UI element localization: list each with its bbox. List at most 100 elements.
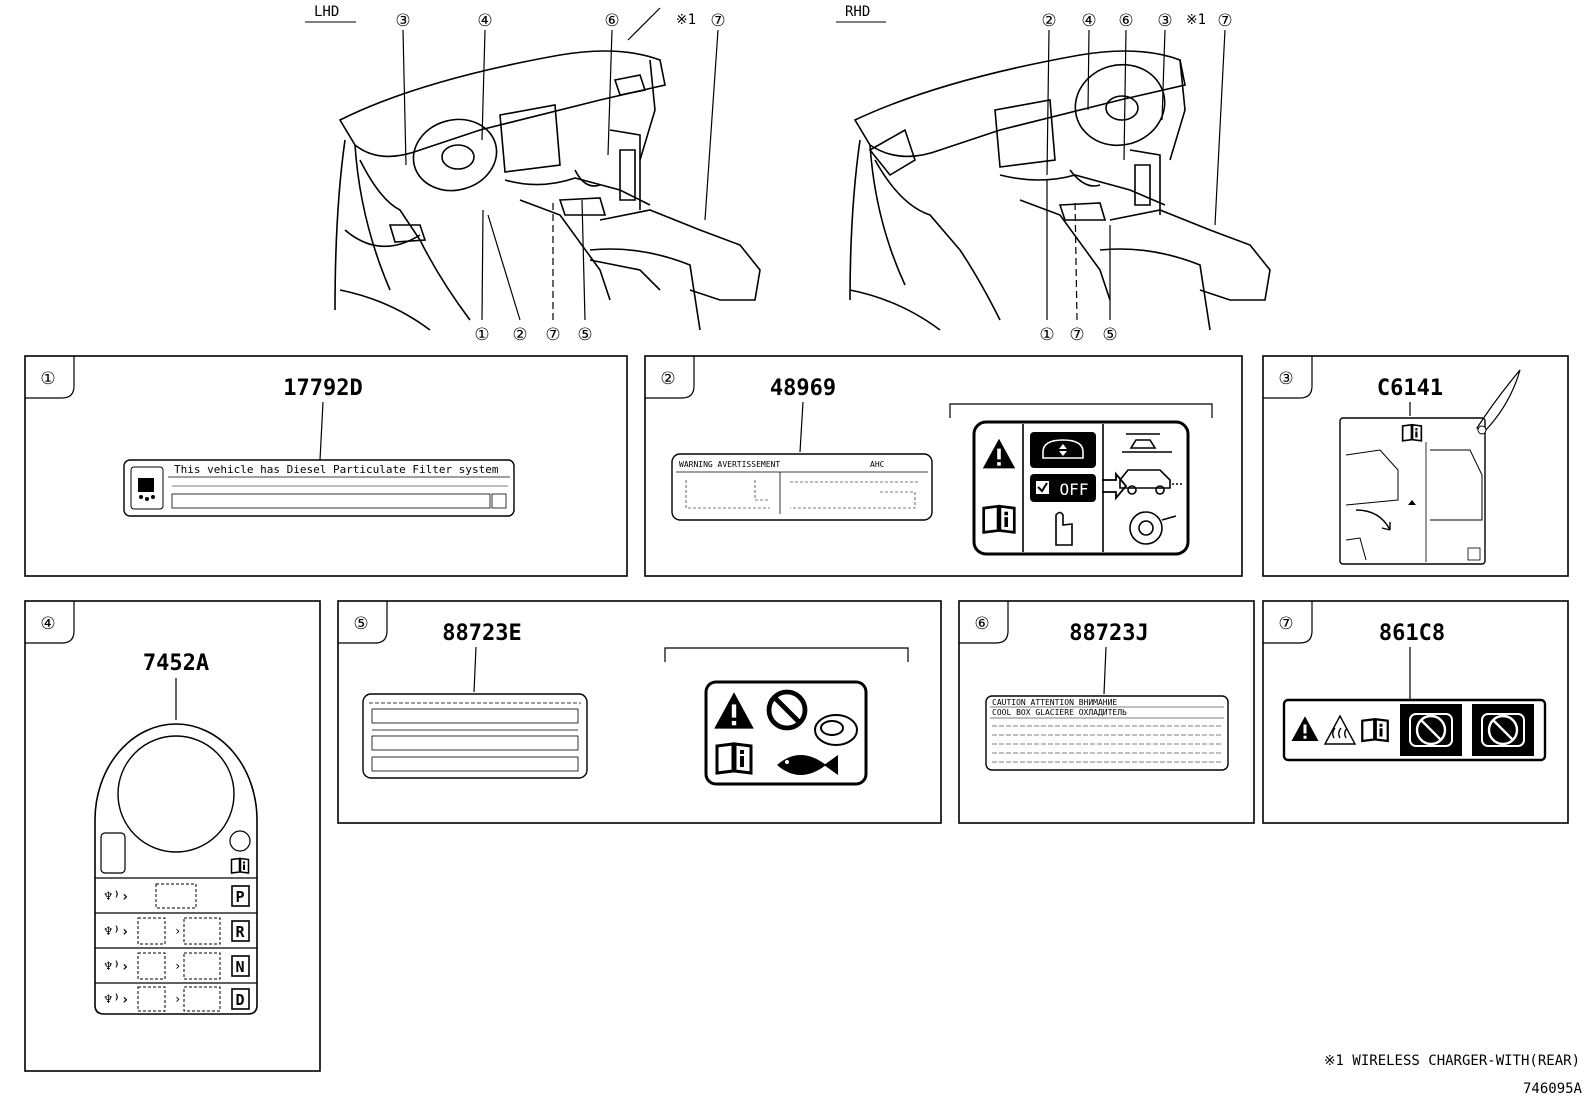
svg-text:②: ② xyxy=(1041,11,1056,31)
gear-row-p: ♆⁾› P xyxy=(104,883,250,909)
svg-text:›: › xyxy=(174,992,181,1006)
svg-text:⑤: ⑤ xyxy=(577,325,592,345)
svg-text:›: › xyxy=(174,959,181,973)
wireless-charger-label xyxy=(1282,698,1547,762)
gear-n: N xyxy=(235,958,244,976)
svg-text:♆⁾›: ♆⁾› xyxy=(104,992,129,1008)
part-number: C6141 xyxy=(1377,376,1443,401)
svg-text:①: ① xyxy=(474,325,489,345)
dpf-filter-icon xyxy=(138,478,155,501)
svg-text:COOL BOX GLACIERE ОХЛАДИТЕЛЬ: COOL BOX GLACIERE ОХЛАДИТЕЛЬ xyxy=(992,708,1127,717)
part-number: 88723E xyxy=(442,621,521,646)
diagram-code: 746095A xyxy=(1523,1081,1583,1097)
panel-48969: ② 48969 WARNING AVERTISSEMENT AHC OFF xyxy=(644,355,1243,577)
fish-icon xyxy=(777,755,838,775)
shift-lever-label: ♆⁾› P ♆⁾› › R ♆⁾› › N xyxy=(94,723,258,1015)
gear-row-n: ♆⁾› › N xyxy=(104,952,250,980)
gear-row-r: ♆⁾› › R xyxy=(104,917,250,945)
cool-box-label-5 xyxy=(362,693,588,779)
svg-text:※1: ※1 xyxy=(676,12,696,28)
tailgate-label xyxy=(1339,417,1486,565)
svg-text:①: ① xyxy=(1039,325,1054,345)
rhd-dashboard-drawing xyxy=(849,50,1271,331)
svg-text:②: ② xyxy=(512,325,527,345)
dpf-label: This vehicle has Diesel Particulate Filt… xyxy=(123,459,515,517)
svg-text:⑥: ⑥ xyxy=(1118,11,1133,31)
jack-icon xyxy=(1122,433,1172,453)
warning-triangle-icon xyxy=(714,692,754,729)
panel-index: ⑦ xyxy=(1278,614,1293,634)
svg-text:⑦: ⑦ xyxy=(545,325,560,345)
svg-text:WARNING AVERTISSEMENT: WARNING AVERTISSEMENT xyxy=(679,460,780,469)
panel-index: ⑥ xyxy=(974,614,989,634)
panel-index: ⑤ xyxy=(353,614,368,634)
svg-text:♆⁾›: ♆⁾› xyxy=(104,924,129,940)
svg-text:⑥: ⑥ xyxy=(604,11,619,31)
cool-box-label-6: CAUTION ATTENTION ВНИМАНИЕ COOL BOX GLAC… xyxy=(985,695,1229,771)
lhd-callouts: ③ ④ ⑥ ※1 ⑦ ① ② ⑦ ⑤ xyxy=(395,11,725,345)
panel-index: ② xyxy=(660,369,675,389)
scraper-tool-icon xyxy=(1476,369,1521,435)
part-number: 7452A xyxy=(143,651,209,676)
svg-text:›: › xyxy=(174,924,181,938)
hot-surface-icon xyxy=(1323,714,1357,745)
lhd-label: LHD xyxy=(314,4,339,20)
part-number: 861C8 xyxy=(1379,621,1445,646)
gear-row-d: ♆⁾› › D xyxy=(104,986,250,1012)
part-number: 17792D xyxy=(283,376,362,401)
rhd-view: RHD xyxy=(836,4,1271,345)
lhd-view: LHD xyxy=(305,4,761,345)
rhd-leader-lines xyxy=(1046,29,1226,321)
warning-triangle-icon xyxy=(982,438,1016,469)
ahc-warning-label: WARNING AVERTISSEMENT AHC xyxy=(671,453,933,521)
svg-text:⑦: ⑦ xyxy=(1217,11,1232,31)
panel-c6141: ③ C6141 xyxy=(1262,355,1569,577)
off-text: OFF xyxy=(1060,480,1089,499)
gear-d: D xyxy=(235,991,244,1009)
part-number: 88723J xyxy=(1069,621,1148,646)
svg-text:♆⁾›: ♆⁾› xyxy=(104,959,129,975)
height-control-icon xyxy=(1030,432,1096,468)
panel-17792d: ① 17792D This vehicle has Diesel Particu… xyxy=(24,355,628,577)
panel-88723e: ⑤ 88723E xyxy=(337,600,942,824)
svg-text:③: ③ xyxy=(1157,11,1172,31)
tire-icon xyxy=(1129,511,1177,545)
svg-text:③: ③ xyxy=(395,11,410,31)
part-number: 48969 xyxy=(770,376,836,401)
lhd-dashboard-drawing xyxy=(334,50,761,331)
owners-manual-icon xyxy=(715,742,753,775)
gear-r: R xyxy=(235,923,245,941)
rhd-label: RHD xyxy=(845,4,870,20)
panel-7452a: ④ 7452A ♆⁾› P ♆⁾› › xyxy=(24,600,321,1072)
svg-text:⑦: ⑦ xyxy=(710,11,725,31)
svg-text:AHC: AHC xyxy=(870,460,885,469)
press-hand-icon xyxy=(1055,511,1073,546)
prohibition-icon xyxy=(769,692,805,728)
vehicle-lift-icon xyxy=(1119,469,1182,495)
svg-text:♆⁾›: ♆⁾› xyxy=(104,889,129,905)
owners-manual-icon xyxy=(982,504,1016,534)
panel-index: ① xyxy=(40,369,55,389)
svg-text:※1: ※1 xyxy=(1186,12,1206,28)
svg-text:④: ④ xyxy=(477,11,492,31)
warning-triangle-icon xyxy=(1291,716,1319,741)
owners-manual-icon xyxy=(1401,423,1423,442)
panel-index: ③ xyxy=(1278,369,1293,389)
owners-manual-icon xyxy=(1361,718,1389,743)
svg-text:⑤: ⑤ xyxy=(1102,325,1117,345)
svg-text:⑦: ⑦ xyxy=(1069,325,1084,345)
cool-box-symbol-detail xyxy=(704,680,868,786)
gear-p: P xyxy=(235,888,244,906)
svg-text:④: ④ xyxy=(1081,11,1096,31)
panel-index: ④ xyxy=(40,614,55,634)
dpf-label-text: This vehicle has Diesel Particulate Filt… xyxy=(174,463,499,476)
svg-text:CAUTION ATTENTION ВНИМАНИЕ: CAUTION ATTENTION ВНИМАНИЕ xyxy=(992,698,1117,707)
panel-88723j: ⑥ 88723J CAUTION ATTENTION ВНИМАНИЕ COOL… xyxy=(958,600,1255,824)
ahc-symbol-detail: OFF xyxy=(972,420,1190,556)
panel-861c8: ⑦ 861C8 xyxy=(1262,600,1569,824)
lhd-leader-lines xyxy=(402,7,719,321)
rhd-callouts: ② ④ ⑥ ③ ※1 ⑦ ① ⑦ ⑤ xyxy=(1039,11,1232,345)
footnote: ※1 WIRELESS CHARGER-WITH(REAR) xyxy=(1324,1053,1580,1069)
arrow-right-icon xyxy=(1102,471,1128,501)
